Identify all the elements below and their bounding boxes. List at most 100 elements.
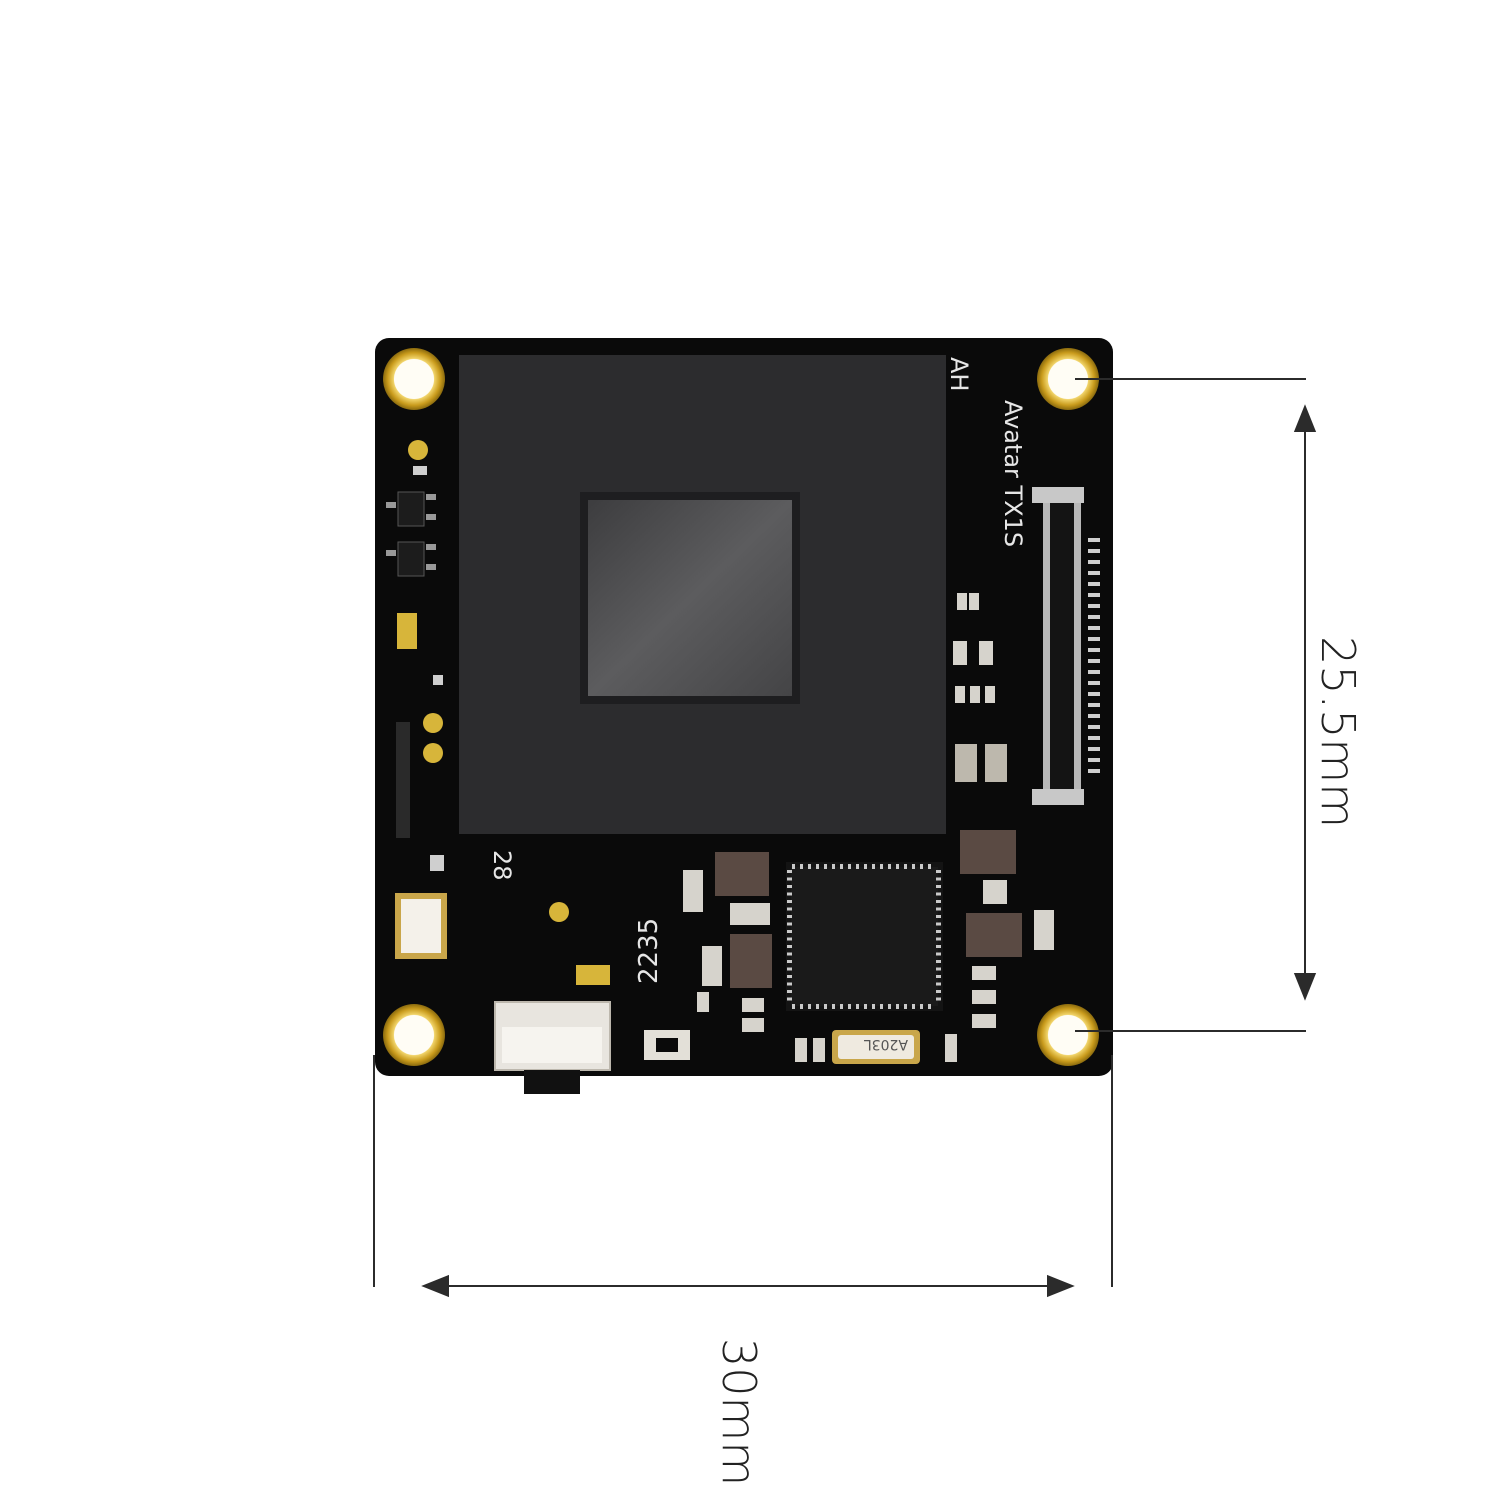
right-passives — [953, 593, 1007, 782]
chip-pin — [787, 892, 792, 896]
inductors — [715, 830, 1022, 988]
chip-pin — [832, 1004, 835, 1009]
connector-pin — [1088, 593, 1100, 597]
chip-pin — [936, 877, 941, 881]
connector-pin — [1088, 571, 1100, 575]
chip-pin — [787, 982, 792, 986]
chip-pin — [787, 885, 792, 888]
chip-pin — [800, 864, 803, 869]
connector-pin — [1088, 637, 1100, 641]
chip-pin — [936, 915, 941, 918]
chip-pin — [896, 1004, 899, 1009]
height-dimension — [1075, 378, 1317, 1032]
chip-pin — [808, 1004, 811, 1009]
chip-pin — [936, 892, 941, 896]
mounting-hole-bottom-left — [383, 1004, 445, 1066]
crystal-oscillator: A203L — [832, 1030, 920, 1064]
connector-pin — [1088, 549, 1100, 553]
chip-pin — [936, 952, 941, 956]
chip-pin — [787, 907, 792, 911]
chip-pin — [787, 997, 792, 1001]
chip-pin — [928, 1004, 931, 1009]
connector-pin — [1088, 626, 1100, 630]
mounting-hole-top-right — [1037, 348, 1099, 410]
chip-pin — [920, 1004, 923, 1009]
connector-pin — [1088, 714, 1100, 718]
connector-pin — [1088, 681, 1100, 685]
chip-pin — [904, 864, 907, 869]
chip-pin — [896, 864, 899, 869]
chip-pin — [936, 885, 941, 888]
svg-text:A203L: A203L — [864, 1036, 908, 1052]
chip-pin — [880, 864, 883, 869]
chip-pin — [936, 922, 941, 926]
chip-pin — [936, 982, 941, 986]
chip-pin — [816, 1004, 819, 1009]
chip-pin — [912, 864, 915, 869]
connector-pin — [1088, 670, 1100, 674]
connector-pin — [1088, 648, 1100, 652]
connector-pin — [1088, 703, 1100, 707]
sensor-chip — [588, 500, 792, 696]
chip-pin — [936, 997, 941, 1001]
chip-pin — [800, 1004, 803, 1009]
chip-pin — [787, 922, 792, 926]
width-dimension — [373, 1055, 1113, 1298]
chip-pin — [936, 907, 941, 911]
connector-pin — [1088, 758, 1100, 762]
chip-pin — [787, 930, 792, 933]
chip-pin — [888, 1004, 891, 1009]
bottom-connector — [494, 1001, 611, 1094]
chip-pin — [936, 967, 941, 971]
chip-pin — [936, 990, 941, 993]
chip-pin — [936, 870, 941, 873]
chip-pin — [912, 1004, 915, 1009]
chip-pin — [936, 960, 941, 963]
connector-pin — [1088, 582, 1100, 586]
chip-pin — [920, 864, 923, 869]
chip-pin — [824, 864, 827, 869]
chip-pin — [880, 1004, 883, 1009]
chip-pin — [936, 945, 941, 948]
chip-pin — [787, 990, 792, 993]
number-label-2235: 2235 — [634, 918, 664, 984]
connector-pin — [1088, 747, 1100, 751]
chip-pin — [936, 930, 941, 933]
chip-pin — [787, 945, 792, 948]
chip-pin — [840, 1004, 843, 1009]
connector-pin — [1088, 604, 1100, 608]
connector-pin — [1088, 692, 1100, 696]
chip-pin — [787, 937, 792, 941]
chip-pin — [840, 864, 843, 869]
corner-mark-label: AH — [945, 357, 973, 391]
connector-pin — [1088, 538, 1100, 542]
chip-pin — [808, 864, 811, 869]
chip-pin — [787, 975, 792, 978]
chip-pin — [816, 864, 819, 869]
chip-pin — [864, 864, 867, 869]
chip-pin — [936, 900, 941, 903]
chip-pin — [872, 1004, 875, 1009]
chip-pin — [848, 1004, 851, 1009]
connector-pin — [1088, 560, 1100, 564]
connector-pin — [1088, 736, 1100, 740]
chip-pin — [864, 1004, 867, 1009]
chip-pin — [787, 877, 792, 881]
chip-pin — [936, 937, 941, 941]
width-label: 30mm — [712, 1338, 766, 1486]
chip-pin — [792, 1004, 795, 1009]
chip-pin — [824, 1004, 827, 1009]
chip-pin — [787, 967, 792, 971]
connector-pin — [1088, 659, 1100, 663]
chip-pin — [787, 952, 792, 956]
chip-pin — [787, 960, 792, 963]
flex-connector — [1032, 487, 1100, 805]
chip-pin — [856, 864, 859, 869]
chip-pin — [928, 864, 931, 869]
processor-chip — [786, 862, 943, 1011]
mounting-hole-top-left — [383, 348, 445, 410]
chip-pin — [872, 864, 875, 869]
height-label: 25.5mm — [1311, 636, 1365, 828]
connector-pin — [1088, 615, 1100, 619]
